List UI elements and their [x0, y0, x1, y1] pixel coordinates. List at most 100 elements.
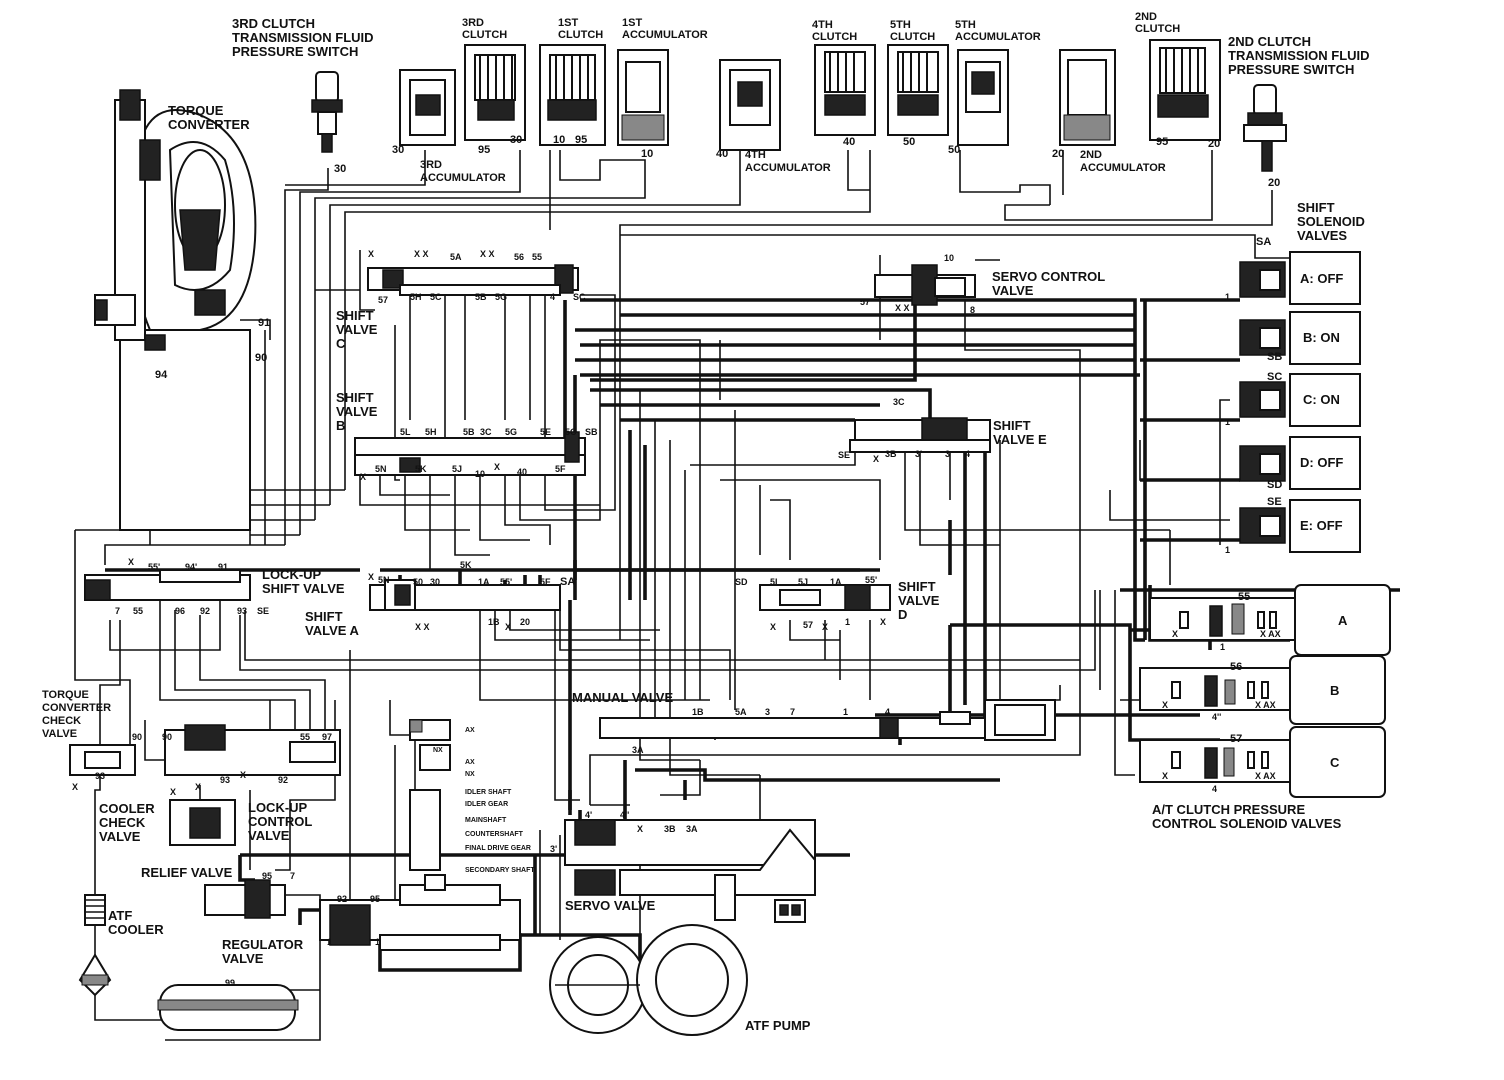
- label-regulator-2: VALVE: [222, 951, 264, 966]
- port-label: 8: [970, 305, 975, 315]
- port-label: 93: [220, 775, 230, 785]
- port-label: 1: [1220, 642, 1225, 652]
- label-tc-check-1: TORQUE: [42, 689, 89, 701]
- port-label: 55': [500, 577, 512, 587]
- shaft-label-ax1: AX: [465, 727, 475, 734]
- port-label: 95: [1156, 136, 1168, 148]
- port-label: 20: [1052, 148, 1064, 160]
- port-label: 95: [370, 894, 380, 904]
- port-label: X X: [415, 622, 430, 632]
- label-shift-valve-a-1: SHIFT: [305, 609, 343, 624]
- solenoid-tag-sa: SA: [1256, 236, 1271, 248]
- port-label: X: [1162, 771, 1168, 781]
- port-label: 5J: [452, 464, 462, 474]
- port-label: 7: [115, 606, 120, 616]
- label-2nd-clutch-switch-2: TRANSMISSION FLUID: [1228, 48, 1370, 63]
- 2nd-clutch: [1149, 39, 1221, 141]
- label-shift-solenoid-1: SHIFT: [1297, 200, 1335, 215]
- port-label: 30: [392, 144, 404, 156]
- port-label: 1: [327, 937, 332, 947]
- label-2nd-clutch-switch-3: PRESSURE SWITCH: [1228, 62, 1354, 77]
- port-label: 99: [225, 978, 235, 988]
- port-label: SE: [838, 450, 850, 460]
- 1st-accumulator: [617, 49, 669, 146]
- port-label: 7: [790, 707, 795, 717]
- port-label: 10: [553, 134, 565, 146]
- 5th-clutch: [887, 44, 949, 136]
- label-atf-cooler-1: ATF: [108, 908, 132, 923]
- port-label: 10: [475, 469, 485, 479]
- port-label: X: [170, 787, 176, 797]
- port-label: X AX: [1255, 771, 1276, 781]
- port-label: 1: [375, 937, 380, 947]
- port-label: 92: [278, 775, 288, 785]
- shift-solenoid-valves: [1239, 251, 1361, 553]
- shaft-labels: AX NX AX NX IDLER SHAFT IDLER GEAR MAINS…: [433, 727, 535, 874]
- solenoid-label-b: B: ON: [1303, 330, 1340, 345]
- port-label: 5F: [555, 464, 566, 474]
- label-3rd-clutch-switch-1: 3RD CLUTCH: [232, 16, 315, 31]
- port-label: X: [368, 249, 374, 259]
- port-label: 5A: [735, 707, 747, 717]
- pressure-solenoid-a: [1149, 584, 1391, 656]
- port-label: X: [240, 770, 246, 780]
- port-labels: 30 30 95 30 10 95 10 40 40 50 50 20 95 2…: [72, 134, 1281, 988]
- port-label: X: [770, 622, 776, 632]
- port-label: 1B: [488, 617, 500, 627]
- port-label: 5K: [460, 560, 472, 570]
- solenoid-tag-se: SE: [1267, 496, 1282, 508]
- port-label: 90: [255, 352, 267, 364]
- label-shift-valve-d-3: D: [898, 607, 907, 622]
- solenoid-b: [1239, 311, 1361, 365]
- label-tc-check-2: CONVERTER: [42, 702, 111, 714]
- solenoid-labels: SA A: OFF SB B: ON SC C: ON SD D: OFF SE…: [1230, 236, 1348, 770]
- port-label: 20: [1268, 177, 1280, 189]
- port-label: 20: [1208, 138, 1220, 150]
- port-label: 50: [413, 577, 423, 587]
- port-label: 5N: [378, 575, 390, 585]
- label-1st-clutch-1: 1ST: [558, 17, 578, 29]
- lock-up-shift-valve: [84, 569, 251, 601]
- shaft-label-secondary: SECONDARY SHAFT: [465, 867, 535, 874]
- cooler-check-valve: [169, 799, 236, 846]
- port-label: 94: [155, 369, 168, 381]
- 3rd-accumulator: [399, 69, 456, 146]
- label-manual-valve: MANUAL VALVE: [572, 690, 673, 705]
- solenoid-label-d: D: OFF: [1300, 455, 1343, 470]
- port-label: 5K: [415, 464, 427, 474]
- port-label: 4: [550, 292, 555, 302]
- atf-pump: [549, 924, 748, 1036]
- label-3rd-accumulator-1: 3RD: [420, 159, 442, 171]
- label-4th-clutch-1: 4TH: [812, 19, 833, 31]
- port-label: X: [505, 622, 511, 632]
- 3rd-clutch: [464, 44, 526, 141]
- port-label: X: [128, 557, 134, 567]
- port-label: 1A: [830, 577, 842, 587]
- label-4th-clutch-2: CLUTCH: [812, 31, 857, 43]
- label-1st-clutch-2: CLUTCH: [558, 29, 603, 41]
- port-label: 5L: [400, 427, 411, 437]
- label-2nd-clutch-switch-1: 2ND CLUTCH: [1228, 34, 1311, 49]
- label-shift-valve-c-1: SHIFT: [336, 308, 374, 323]
- label-lock-up-control-1: LOCK-UP: [248, 800, 308, 815]
- label-lock-up-shift-1: LOCK-UP: [262, 567, 322, 582]
- solenoid-label-e: E: OFF: [1300, 518, 1343, 533]
- torque-converter: [94, 89, 271, 531]
- port-label: 90: [162, 732, 172, 742]
- pressure-solenoid-b: [1139, 655, 1386, 725]
- port-label: SC: [573, 292, 586, 302]
- shaft-label-idler-shaft: IDLER SHAFT: [465, 789, 512, 796]
- port-label: X: [880, 617, 886, 627]
- label-torque-converter-2: CONVERTER: [168, 117, 250, 132]
- solenoid-a: [1239, 251, 1361, 305]
- solenoid-d: [1239, 436, 1361, 490]
- port-label: 95: [478, 144, 490, 156]
- shaft-label-nx1: NX: [433, 747, 443, 754]
- port-label: 56: [514, 252, 524, 262]
- shift-valve-a: [369, 579, 561, 611]
- 2nd-accumulator: [1059, 49, 1116, 146]
- port-label: 20: [520, 617, 530, 627]
- 2nd-clutch-pressure-switch: [1243, 84, 1287, 172]
